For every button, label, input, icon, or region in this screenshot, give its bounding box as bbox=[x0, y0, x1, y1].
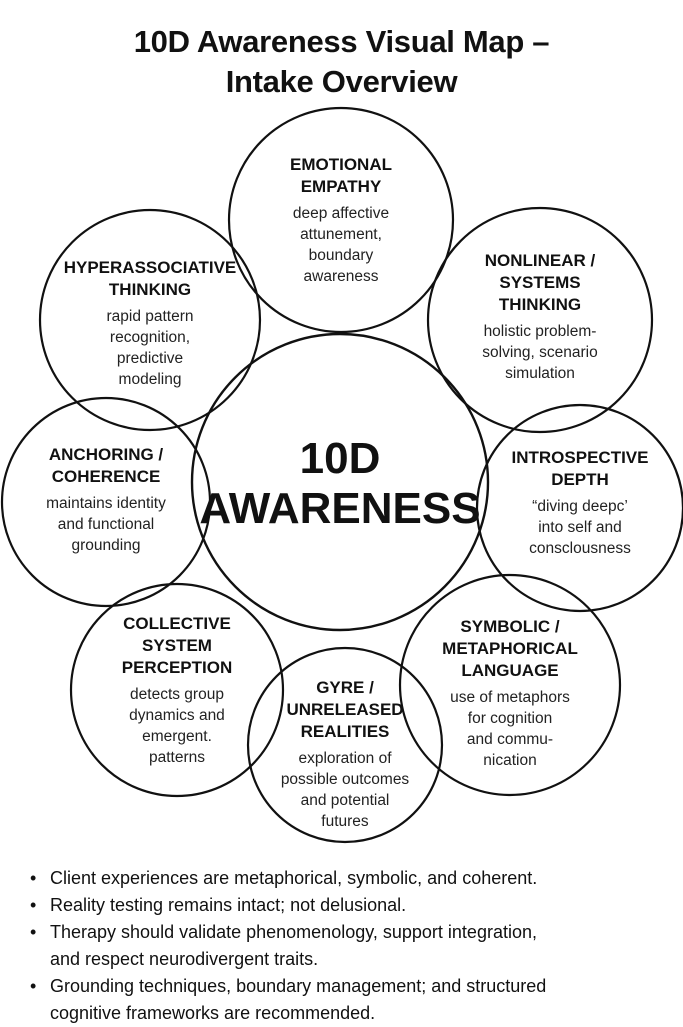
node-circle bbox=[398, 573, 622, 797]
node-heading: COHERENCE bbox=[52, 467, 161, 486]
node-description: nication bbox=[483, 752, 536, 769]
node-heading: METAPHORICAL bbox=[442, 639, 578, 658]
node-description: into self and bbox=[538, 519, 622, 536]
node-nonlinear-systems-thinking: NONLINEAR / SYSTEMS THINKING holistic probl… bbox=[426, 206, 654, 434]
node-hyperassociative-thinking: HYPERASSOCIATIVE THINKING rapid pattern rec… bbox=[38, 208, 262, 432]
node-description: maintains identity bbox=[46, 495, 166, 512]
node-description: exploration of bbox=[298, 750, 392, 767]
node-description: and commu- bbox=[467, 731, 553, 748]
node-heading: INTROSPECTIVE bbox=[512, 448, 649, 467]
page-title: 10D Awareness Visual Map – Intake Overvi… bbox=[0, 22, 683, 102]
node-description: emergent. bbox=[142, 728, 212, 745]
node-description: and potential bbox=[301, 792, 390, 809]
node-heading: HYPERASSOCIATIVE bbox=[64, 258, 237, 277]
node-description: boundary bbox=[309, 247, 374, 264]
note-item: Reality testing remains intact; not delu… bbox=[28, 892, 668, 919]
node-heading: NONLINEAR / bbox=[485, 251, 596, 270]
node-heading: SYMBOLIC / bbox=[460, 617, 559, 636]
note-item: Grounding techniques, boundary managemen… bbox=[28, 973, 668, 1027]
awareness-map: EMOTIONAL EMPATHY deep affective attunement… bbox=[0, 106, 683, 844]
node-description: for cognition bbox=[468, 710, 552, 727]
note-item: Client experiences are metaphorical, sym… bbox=[28, 865, 668, 892]
note-line: Client experiences are metaphorical, sym… bbox=[50, 868, 538, 888]
node-heading: COLLECTIVE bbox=[123, 614, 231, 633]
node-collective-system-perception: COLLECTIVE SYSTEM PERCEPTION detects group d… bbox=[69, 582, 285, 798]
note-line: cognitive frameworks are recommended. bbox=[50, 1003, 376, 1023]
node-symbolic-metaphorical-language: SYMBOLIC / METAPHORICAL LANGUAGE use of met… bbox=[398, 573, 622, 797]
node-description: and functional bbox=[58, 516, 155, 533]
node-heading: SYSTEMS bbox=[499, 273, 580, 292]
node-description: modeling bbox=[119, 371, 182, 388]
node-description: recognition, bbox=[110, 329, 190, 346]
node-heading: ANCHORING / bbox=[49, 445, 164, 464]
title-line: 10D Awareness Visual Map – bbox=[133, 24, 550, 59]
node-heading: THINKING bbox=[499, 295, 581, 314]
notes-list: Client experiences are metaphorical, sym… bbox=[28, 865, 668, 1027]
node-description: solving, scenario bbox=[482, 344, 597, 361]
node-anchoring-coherence: ANCHORING / COHERENCE maintains identity an… bbox=[0, 396, 212, 608]
note-line: and respect neurodivergent traits. bbox=[50, 949, 319, 969]
node-heading: EMPATHY bbox=[301, 177, 382, 196]
node-heading: REALITIES bbox=[301, 722, 390, 741]
node-circle bbox=[475, 403, 683, 613]
center-label: AWARENESS bbox=[199, 484, 480, 533]
node-description: detects group bbox=[130, 686, 224, 703]
node-heading: UNRELEASED bbox=[286, 700, 403, 719]
node-description: dynamics and bbox=[129, 707, 225, 724]
node-heading: PERCEPTION bbox=[122, 658, 233, 677]
center-circle bbox=[190, 332, 490, 632]
node-description: attunement, bbox=[300, 226, 382, 243]
node-description: holistic problem- bbox=[484, 323, 597, 340]
title-line: Intake Overview bbox=[225, 64, 458, 99]
node-description: simulation bbox=[505, 365, 575, 382]
node-emotional-empathy: EMOTIONAL EMPATHY deep affective attunement… bbox=[227, 106, 455, 334]
center-label: 10D bbox=[300, 434, 381, 483]
node-heading: LANGUAGE bbox=[461, 661, 558, 680]
note-line: Grounding techniques, boundary managemen… bbox=[50, 976, 547, 996]
node-description: use of metaphors bbox=[450, 689, 570, 706]
note-line: Therapy should validate phenomenology, s… bbox=[50, 922, 537, 942]
node-gyre-unreleased-realities: GYRE / UNRELEASED REALITIES exploration of p… bbox=[246, 646, 444, 844]
node-heading: SYSTEM bbox=[142, 636, 212, 655]
node-description: futures bbox=[321, 813, 369, 830]
node-description: deep affective bbox=[293, 205, 389, 222]
node-heading: EMOTIONAL bbox=[290, 155, 392, 174]
node-description: patterns bbox=[149, 749, 205, 766]
node-circle bbox=[426, 206, 654, 434]
node-circle bbox=[0, 396, 212, 608]
node-description: consclousness bbox=[529, 540, 631, 557]
node-description: rapid pattern bbox=[106, 308, 193, 325]
node-description: awareness bbox=[304, 268, 379, 285]
node-circle bbox=[246, 646, 444, 844]
node-description: possible outcomes bbox=[281, 771, 410, 788]
note-item: Therapy should validate phenomenology, s… bbox=[28, 919, 668, 973]
note-line: Reality testing remains intact; not delu… bbox=[50, 895, 407, 915]
node-description: predictive bbox=[117, 350, 183, 367]
node-description: grounding bbox=[72, 537, 141, 554]
node-heading: THINKING bbox=[109, 280, 191, 299]
node-circle bbox=[227, 106, 455, 334]
node-introspective-depth: INTROSPECTIVE DEPTH “diving deepc’ into sel… bbox=[475, 403, 683, 613]
node-heading: GYRE / bbox=[316, 678, 374, 697]
node-heading: DEPTH bbox=[551, 470, 609, 489]
node-circle bbox=[38, 208, 262, 432]
node-circle bbox=[69, 582, 285, 798]
node-description: “diving deepc’ bbox=[532, 498, 628, 515]
